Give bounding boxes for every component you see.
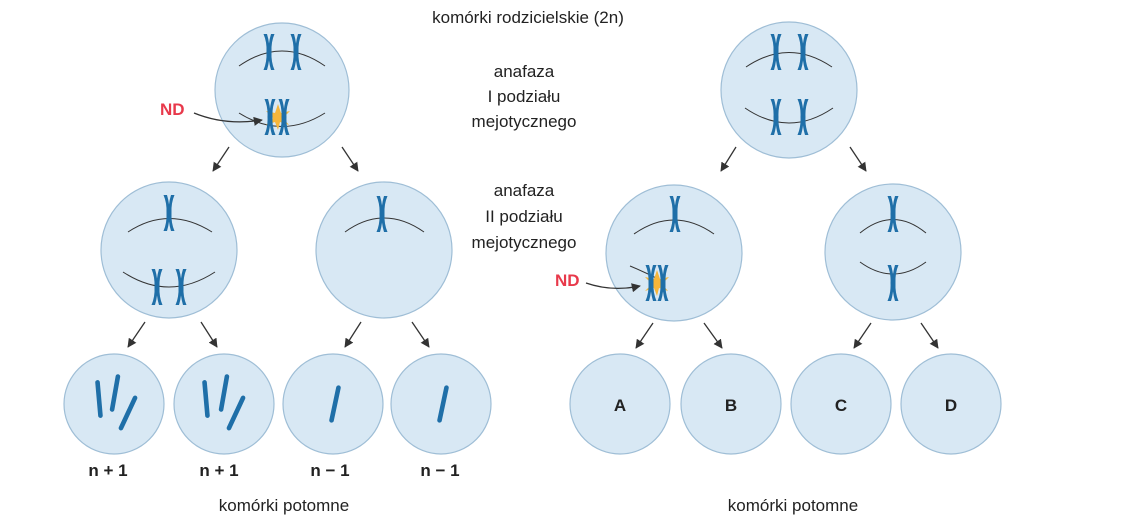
daughter-label-left-4: n − 1 — [420, 461, 459, 480]
anaphase2-cell-right-1 — [605, 184, 743, 322]
daughter-cell-c: C — [790, 353, 892, 455]
anaphase-2-line-1: anafaza — [494, 181, 555, 200]
daughter-cell-left-2 — [173, 353, 275, 455]
arrow-to-daughter-1 — [127, 321, 146, 348]
anaphase-1-label: anafaza I podziału mejotycznego — [472, 62, 577, 131]
anaphase-1-line-3: mejotycznego — [472, 112, 577, 131]
daughter-label-left-2: n + 1 — [199, 461, 238, 480]
daughter-label-c: C — [835, 396, 847, 415]
daughter-cell-a: A — [569, 353, 671, 455]
arrow-to-cell-left-2 — [341, 146, 359, 172]
arrow-to-daughter-a — [635, 322, 654, 349]
nd-label-right: ND — [555, 271, 580, 290]
arrow-to-daughter-2 — [200, 321, 218, 348]
daughter-label-left-3: n − 1 — [310, 461, 349, 480]
arrow-to-daughter-4 — [411, 321, 430, 348]
anaphase2-cell-left-2 — [315, 181, 453, 319]
anaphase-1-line-2: I podziału — [488, 87, 561, 106]
nd-pointer-arrow-right — [585, 282, 641, 293]
anaphase-2-line-2: II podziału — [485, 207, 563, 226]
daughter-cell-left-3 — [282, 353, 384, 455]
arrow-to-daughter-3 — [344, 321, 362, 348]
arrow-to-daughter-d — [920, 322, 939, 349]
anaphase2-cell-left-1 — [100, 181, 238, 319]
daughter-label-b: B — [725, 396, 737, 415]
daughter-cell-d: D — [900, 353, 1002, 455]
daughter-cells-label-left: komórki potomne — [219, 496, 349, 515]
daughter-cell-left-1 — [63, 353, 165, 455]
daughter-label-left-1: n + 1 — [88, 461, 127, 480]
anaphase2-cell-right-2 — [824, 183, 962, 321]
daughter-cell-left-4 — [390, 353, 492, 455]
nd-pointer-arrow-left — [193, 112, 263, 126]
anaphase-2-line-3: mejotycznego — [472, 233, 577, 252]
daughter-label-d: D — [945, 396, 957, 415]
arrow-to-cell-right-2 — [849, 146, 867, 172]
anaphase-1-line-1: anafaza — [494, 62, 555, 81]
parent-cells-label: komórki rodzicielskie (2n) — [432, 8, 624, 27]
anaphase-2-label: anafaza II podziału mejotycznego — [472, 181, 577, 252]
arrow-to-daughter-c — [853, 322, 872, 349]
arrow-to-cell-right-1 — [720, 146, 737, 172]
arrow-to-cell-left-1 — [212, 146, 230, 172]
daughter-cell-b: B — [680, 353, 782, 455]
parent-cell-right — [720, 21, 858, 159]
daughter-label-a: A — [614, 396, 626, 415]
parent-cell-left — [214, 22, 350, 158]
daughter-cells-label-right: komórki potomne — [728, 496, 858, 515]
arrow-to-daughter-b — [703, 322, 723, 349]
nd-label-left: ND — [160, 100, 185, 119]
